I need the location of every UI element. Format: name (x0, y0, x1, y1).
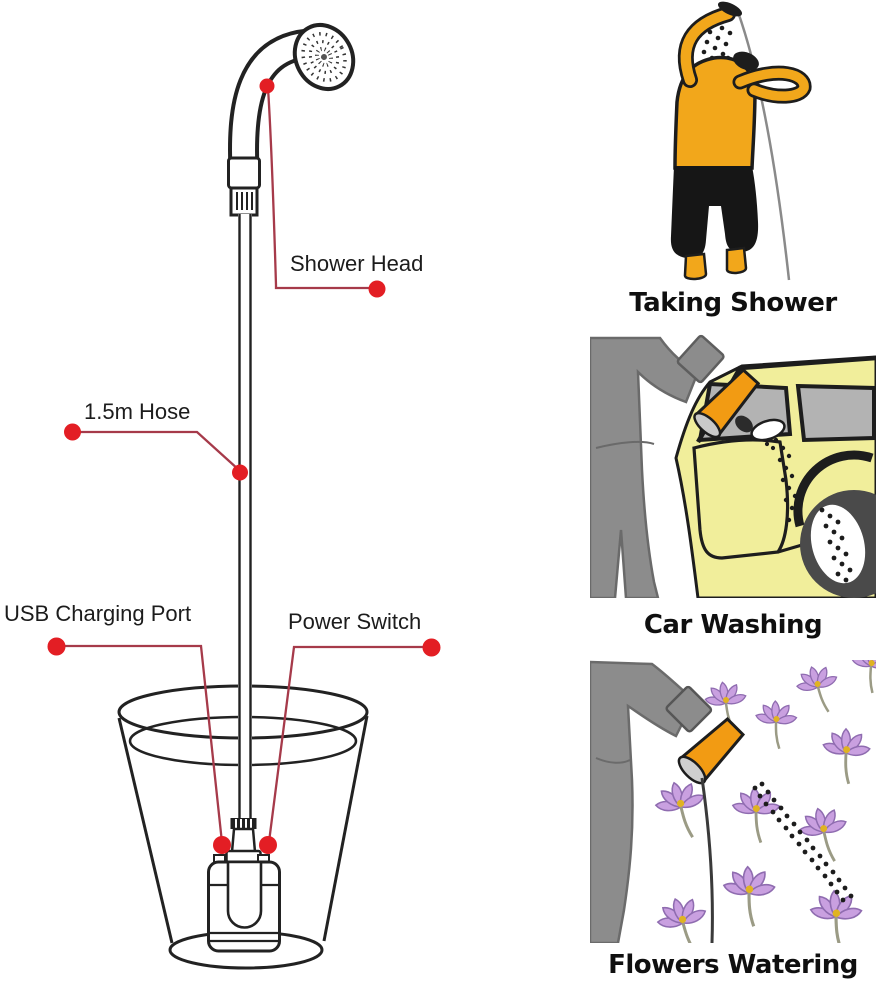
waterer-figure (590, 660, 696, 943)
shower-neck-drawing (228, 28, 311, 171)
door-handle (750, 418, 786, 442)
raised-arm (677, 6, 736, 88)
figure-fold-line (595, 757, 631, 764)
annotation-line-power (268, 645, 424, 839)
car-rear-window (795, 383, 876, 443)
flowers-watering-illustration (590, 660, 876, 943)
hose-line (700, 777, 714, 943)
annotation-line-shower-head (266, 87, 371, 290)
sleeve-cuff (676, 334, 725, 384)
orange-shower-head-icon (677, 716, 746, 785)
panel-flowers-watering: Flowers Watering (590, 660, 876, 979)
water-spray-dots (752, 781, 854, 903)
hand-grip-drawing (227, 156, 261, 217)
orange-shower-head-icon (693, 368, 761, 439)
label-shower-head: Shower Head (290, 251, 424, 276)
label-power-switch: Power Switch (288, 609, 422, 634)
annotation-line-usb (60, 644, 223, 839)
hose-drawing (238, 214, 252, 821)
annotation-lines (60, 87, 424, 839)
pump-drawing (207, 818, 281, 953)
panel-taking-shower: Taking Shower (590, 0, 876, 317)
handheld-shower-icon (717, 1, 743, 17)
taking-shower-illustration (670, 1, 812, 281)
figure-head (733, 51, 759, 71)
water-spray-dots (761, 429, 853, 583)
label-usb-charging-port: USB Charging Port (4, 601, 192, 626)
hose-line (736, 11, 791, 281)
bent-arm (732, 65, 812, 104)
annotation-line-hose (78, 430, 240, 471)
hand (735, 415, 753, 433)
figure-fold-line (595, 440, 655, 449)
caption-taking-shower: Taking Shower (629, 288, 837, 318)
shower-kit-diagram (47, 23, 441, 970)
figure-shorts (670, 166, 759, 259)
sleeve-cuff (665, 685, 713, 733)
car-washing-illustration (590, 334, 876, 598)
shower-head-icon (292, 23, 356, 91)
caption-car-washing: Car Washing (643, 610, 823, 640)
figure-legs (683, 246, 748, 281)
caption-flowers-watering: Flowers Watering (608, 950, 858, 980)
panel-car-washing: Car Washing (590, 330, 876, 639)
annotation-dots (47, 78, 441, 854)
label-hose: 1.5m Hose (84, 399, 191, 424)
